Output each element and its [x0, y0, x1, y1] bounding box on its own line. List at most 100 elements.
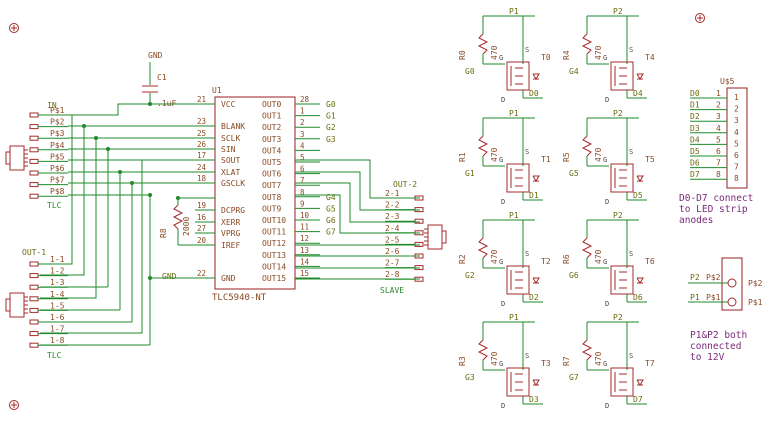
connector-pin-label: 2-6 — [385, 247, 400, 256]
power-net-p1: P1 — [690, 293, 700, 302]
chip-pin-name: OUT15 — [262, 274, 286, 283]
chip-pin-number: 9 — [300, 199, 305, 208]
mosfet-drain-letter: D — [501, 402, 505, 410]
chip-pin-number: 4 — [300, 141, 305, 150]
mosfet-resistor-name: R0 — [458, 50, 467, 60]
chip-pin-number: 22 — [197, 269, 206, 278]
mosfet-rail-label: P1 — [509, 211, 519, 220]
chip-pin-number: 23 — [197, 117, 206, 126]
connector-pin-label: 1-6 — [50, 313, 65, 322]
cap-gnd-label: GND — [148, 51, 163, 60]
mosfet-resistor-name: R1 — [458, 152, 467, 162]
u5-pin-number-inner: 5 — [734, 139, 739, 148]
mosfet-designator: T5 — [645, 155, 655, 164]
chip-pin-name: OUT9 — [262, 204, 281, 213]
mosfet-gate-net: G6 — [569, 271, 579, 280]
connector-pin-label: 1-7 — [50, 325, 65, 334]
connector-pin-label: 2-3 — [385, 212, 400, 221]
mosfet-drain-letter: D — [501, 198, 505, 206]
mosfet-gate-net: G1 — [465, 169, 475, 178]
connector-pin-label: 1-2 — [50, 267, 65, 276]
chip-pin-name: IREF — [221, 241, 240, 250]
u5-pin-number-inner: 4 — [734, 128, 739, 137]
mosfet-drain-net: D1 — [529, 191, 539, 200]
chip-pin-name: OUT6 — [262, 170, 281, 179]
mosfet-gate-letter: G — [603, 258, 607, 266]
chip-pin-name: OUT3 — [262, 135, 281, 144]
mosfet-resistor-name: R2 — [458, 254, 467, 264]
chip-pin-name: OUT13 — [262, 251, 286, 260]
u5-pin-number: 6 — [716, 147, 721, 156]
out2-connector-title: OUT-2 — [393, 180, 417, 189]
mosfet-designator: T6 — [645, 257, 655, 266]
connector-pin-label: 2-7 — [385, 259, 400, 268]
power-pin-label-p1: P$1 — [748, 298, 763, 307]
gate-net-label: G7 — [326, 228, 336, 237]
u5-pin-number: 4 — [716, 124, 721, 133]
mosfet-gate-letter: G — [603, 360, 607, 368]
mosfet-drain-net: D0 — [529, 89, 539, 98]
chip-pin-number: 15 — [300, 269, 309, 278]
mounting-hole-icon — [9, 400, 19, 410]
u5-pin-number: 1 — [716, 89, 721, 98]
chip-pin-number: 6 — [300, 165, 305, 174]
u5-net-label: D0 — [690, 89, 700, 98]
mosfet-gate-letter: G — [499, 156, 503, 164]
mosfet-designator: T4 — [645, 53, 655, 62]
u5-pin-number-inner: 3 — [734, 116, 739, 125]
connector-pin-label: P$8 — [50, 187, 65, 196]
gate-net-label: G2 — [326, 123, 336, 132]
chip-pin-name: VPRG — [221, 229, 240, 238]
u5-pin-number: 2 — [716, 101, 721, 110]
chip-pin-name: GSCLK — [221, 179, 245, 188]
chip-pin-number: 25 — [197, 129, 206, 138]
rj45-jack-icon — [5, 145, 28, 171]
mosfet-drain-net: D5 — [633, 191, 643, 200]
mounting-hole-icon — [695, 13, 705, 23]
chip-pin-number: 5 — [300, 153, 305, 162]
mosfet-source-letter: S — [629, 46, 633, 54]
u5-pin-number-inner: 2 — [734, 105, 739, 114]
chip-pin-name: OUT10 — [262, 216, 286, 225]
chip-pin-name: GND — [221, 274, 236, 283]
wiring — [40, 103, 420, 346]
power-pin-p2: P$2 — [706, 273, 721, 282]
mosfet-gate-net: G7 — [569, 373, 579, 382]
gate-net-label: G6 — [326, 216, 336, 225]
connector-pin-label: 1-5 — [50, 301, 65, 310]
in-connector-title: IN — [47, 101, 57, 110]
gate-net-label: G1 — [326, 112, 336, 121]
capacitor-c1: GND C1 .1uF — [142, 51, 176, 108]
chip-pin-number: 20 — [197, 236, 207, 245]
out2-connector: OUT-2 SLAVE 2-12-22-32-42-52-62-72-8 — [380, 180, 424, 295]
chip-pin-name: DCPRG — [221, 206, 245, 215]
mosfet-drain-letter: D — [501, 300, 505, 308]
u5-pin-number: 7 — [716, 159, 721, 168]
mosfet-rail-label: P1 — [509, 313, 519, 322]
mosfet-designator: T2 — [541, 257, 551, 266]
power-note-line1: P1&P2 both — [690, 330, 747, 341]
mosfet-gate-net: G5 — [569, 169, 579, 178]
mosfet-resistor-name: R6 — [562, 254, 571, 264]
chip-pin-name: XLAT — [221, 168, 240, 177]
chip-pin-name: XERR — [221, 218, 240, 227]
out1-connector: OUT-1 TLC 1-11-21-31-41-51-61-71-8 — [22, 248, 68, 360]
mosfet-rail-label: P2 — [613, 109, 623, 118]
u5-pin-number-inner: 7 — [734, 163, 739, 172]
connector-pin-label: P$4 — [50, 141, 65, 150]
connector-pin-label: P$5 — [50, 152, 65, 161]
mosfet-gate-letter: G — [603, 54, 607, 62]
resistor-r8-value: 2000 — [182, 217, 191, 236]
connector-pin-label: P$1 — [50, 106, 65, 115]
mosfet-designator: T0 — [541, 53, 551, 62]
u5-pin-number-inner: 1 — [734, 93, 739, 102]
resistor-r8: R8 2000 — [159, 198, 191, 245]
mosfet-source-letter: S — [629, 148, 633, 156]
connector-pin-label: 1-3 — [50, 278, 65, 287]
